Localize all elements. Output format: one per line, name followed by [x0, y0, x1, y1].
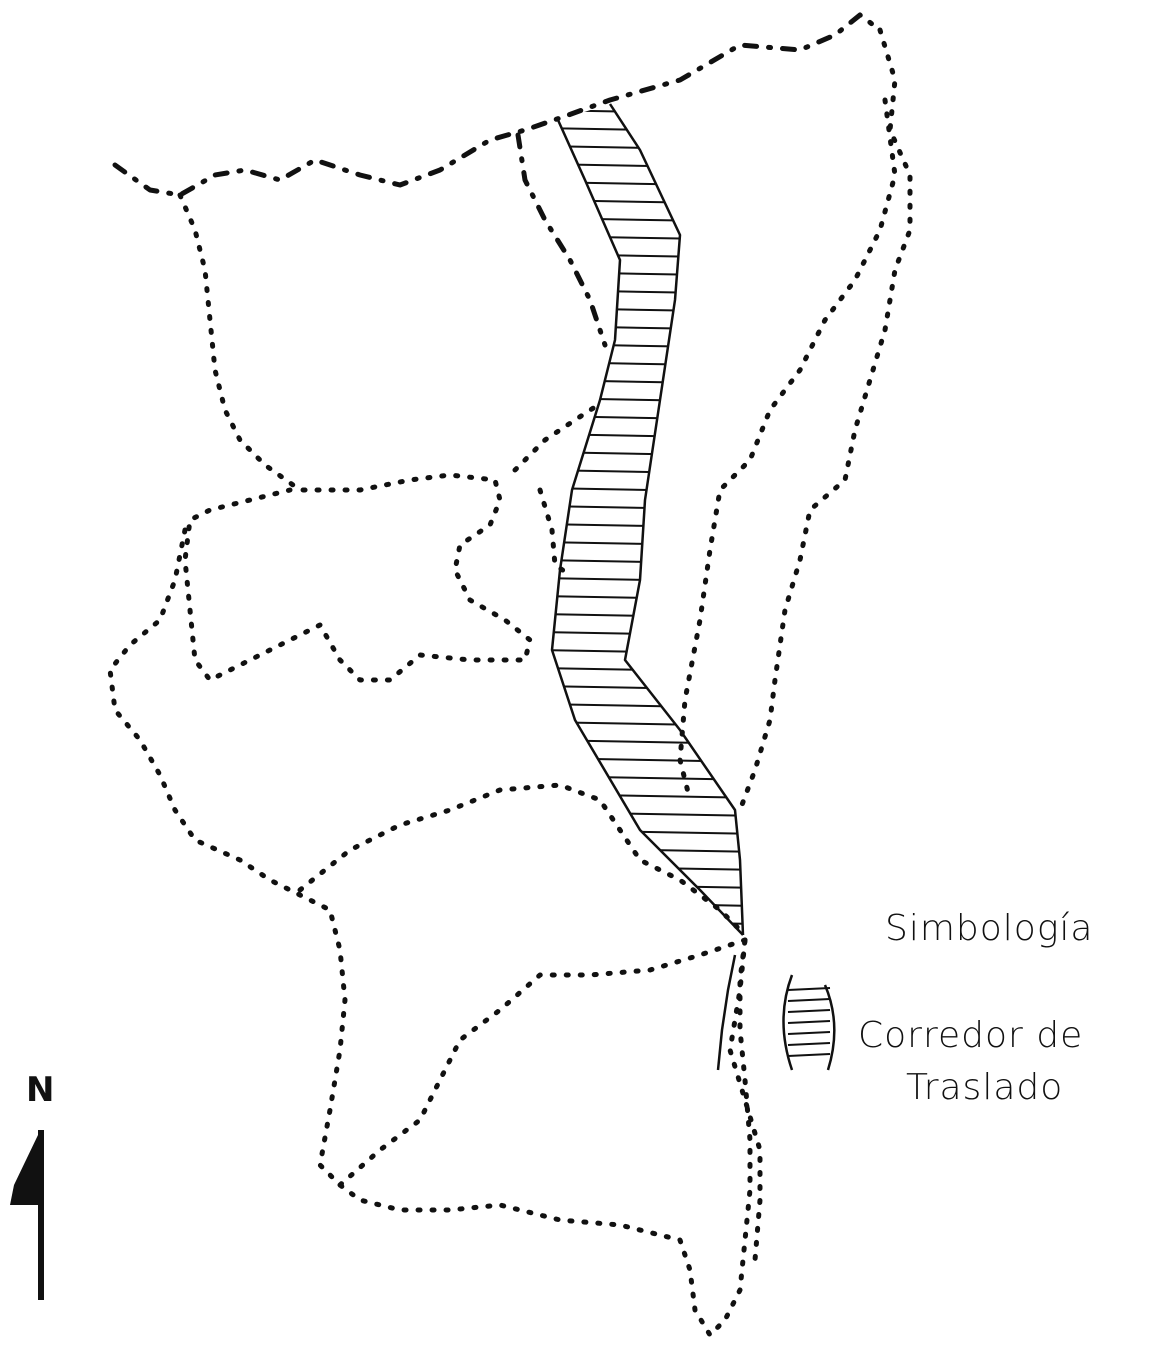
legend-title: Simbología	[885, 908, 1094, 949]
legend-corridor-label-line2: Traslado	[906, 1067, 1064, 1108]
corridor-hatch-line	[552, 451, 743, 457]
corridor-hatch-line	[552, 649, 743, 655]
corridor-hatch-line	[552, 307, 743, 313]
boundary-west-1	[177, 192, 533, 683]
corridor-hatch-line	[552, 685, 743, 691]
corridor-hatch-line	[552, 145, 743, 151]
corridor-hatch	[540, 109, 760, 942]
outlet-stream	[716, 954, 737, 1071]
corridor-hatch-line	[552, 667, 743, 673]
boundary-east-inner	[677, 97, 898, 803]
corridor-hatch-line	[552, 703, 743, 709]
corridor-hatch-line	[552, 379, 743, 385]
corridor-hatch-line	[552, 919, 743, 925]
corridor-hatch-line	[552, 505, 743, 511]
corridor-hatch-line	[552, 595, 743, 601]
boundary-east	[737, 27, 913, 813]
legend-hatch-line	[787, 1020, 831, 1024]
boundary-west-2	[107, 527, 753, 1338]
corridor-hatch-line	[552, 541, 743, 547]
corridor-hatch-line	[552, 577, 743, 583]
corridor-hatch-line	[552, 361, 743, 367]
boundary-north	[112, 12, 883, 198]
corridor-band	[540, 103, 760, 942]
legend-hatch-line	[787, 1053, 831, 1057]
corridor-hatch-line	[552, 811, 743, 817]
corridor-hatch-line	[552, 559, 743, 565]
legend-corridor-label-line1: Corredor de	[858, 1015, 1084, 1056]
corridor-hatch-line	[552, 415, 743, 421]
corridor-hatch-line	[552, 721, 743, 727]
corridor-hatch-line	[552, 217, 743, 223]
corridor-hatch-line	[552, 847, 743, 853]
corridor-hatch-line	[552, 235, 743, 241]
corridor-hatch-line	[552, 433, 743, 439]
legend-hatch-line	[787, 998, 831, 1002]
corridor-hatch-line	[552, 253, 743, 259]
legend-corridor-label: Corredor de Traslado	[858, 1010, 1158, 1114]
corridor-hatch-line	[552, 865, 743, 871]
boundary-west-1b	[512, 402, 601, 578]
corridor-hatch-line	[552, 163, 743, 169]
legend-hatch-line	[787, 987, 831, 991]
boundary-south-east	[727, 937, 763, 1263]
corridor-hatch-line	[552, 343, 743, 349]
corridor-east-edge	[608, 103, 745, 936]
corridor-hatch-line	[552, 757, 743, 763]
corridor-hatch-line	[552, 739, 743, 745]
corridor-hatch-line	[540, 938, 760, 942]
corridor-hatch-line	[552, 127, 743, 133]
boundary-south-inner	[297, 782, 748, 938]
north-arrow-icon	[10, 1130, 44, 1300]
corridor-hatch-line	[552, 271, 743, 277]
corridor-hatch-line	[552, 829, 743, 835]
north-letter: N	[26, 1070, 55, 1110]
legend-hatch-line	[787, 1009, 831, 1013]
legend-hatch-line	[787, 1031, 831, 1035]
corridor-hatch-line	[552, 289, 743, 295]
boundary-south-lower	[337, 937, 748, 1188]
corridor-hatch-line	[552, 181, 743, 187]
corridor-hatch-line	[552, 901, 743, 907]
corridor-hatch-line	[552, 883, 743, 889]
corridor-hatch-line	[552, 325, 743, 331]
corridor-hatch-line	[552, 775, 743, 781]
corridor-hatch-line	[552, 397, 743, 403]
legend-swatch	[782, 974, 836, 1071]
corridor-west-edge	[550, 119, 744, 936]
corridor-hatch-line	[552, 199, 743, 205]
corridor-hatch-line	[552, 631, 743, 637]
corridor-hatch-line	[552, 523, 743, 529]
boundary-inner-divide	[515, 132, 608, 348]
corridor-hatch-line	[552, 613, 743, 619]
legend-hatch-line	[787, 1042, 831, 1046]
